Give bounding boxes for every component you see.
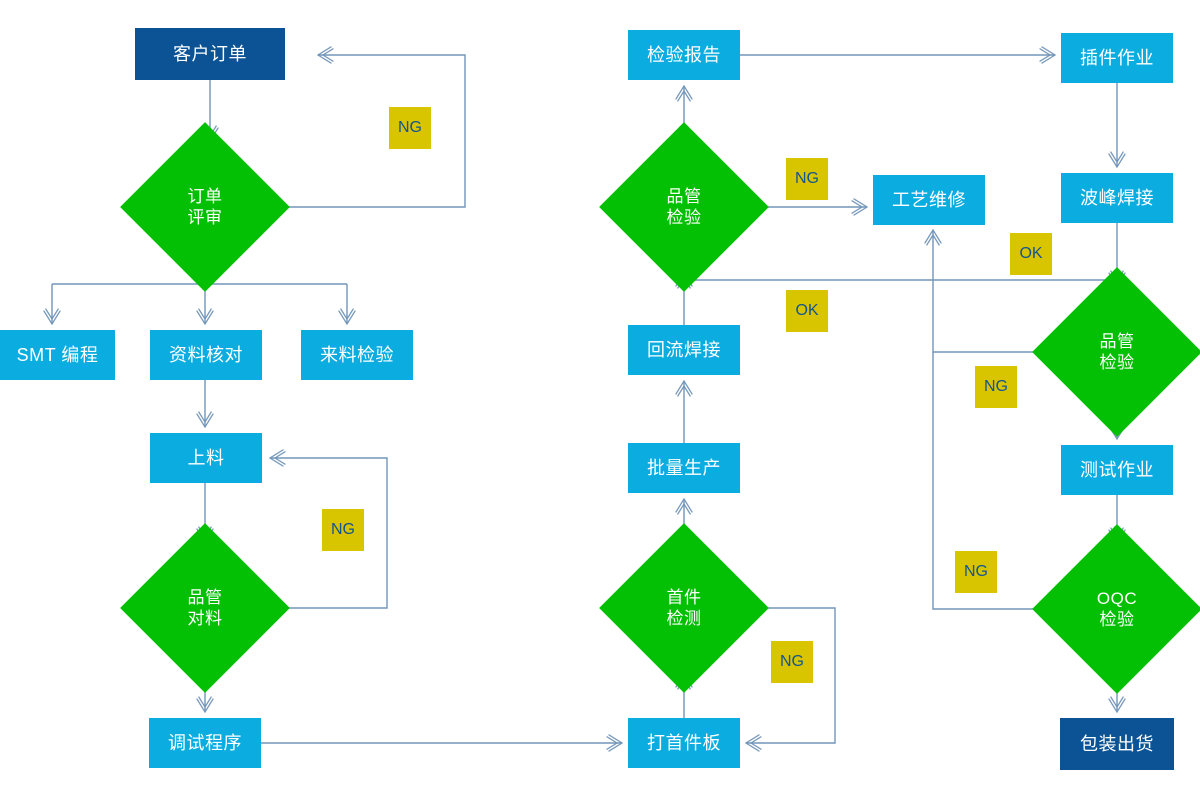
flow-node-n2[interactable]: 订单 评审 (120, 122, 290, 292)
flow-node-label: 批量生产 (647, 457, 721, 478)
edge-label-t7: NG (975, 366, 1017, 408)
flow-node-n9[interactable]: 打首件板 (628, 718, 740, 768)
flow-node-label: OQC 检验 (1096, 588, 1138, 629)
flow-node-n7[interactable]: 品管 对料 (120, 523, 290, 693)
flow-node-label: SMT 编程 (16, 344, 99, 365)
flow-node-n4[interactable]: 资料核对 (150, 330, 262, 380)
flow-node-label: 资料核对 (169, 344, 243, 365)
flow-node-n20[interactable]: OQC 检验 (1032, 524, 1200, 694)
flow-node-n17[interactable]: 工艺维修 (873, 175, 985, 225)
connector-e20 (683, 273, 1117, 281)
flow-node-label: 首件 检测 (666, 587, 702, 628)
flow-node-label: 检验报告 (647, 44, 721, 65)
flow-node-n6[interactable]: 上料 (150, 433, 262, 483)
flow-node-label: 上料 (187, 447, 225, 468)
flow-node-label: 回流焊接 (647, 339, 721, 360)
edge-label-t4: OK (786, 290, 828, 332)
flow-node-n19[interactable]: 测试作业 (1061, 445, 1173, 495)
flow-node-n16[interactable]: 波峰焊接 (1061, 173, 1173, 223)
edge-label-t3: NG (786, 158, 828, 200)
flow-node-label: 订单 评审 (187, 186, 223, 227)
edge-label-t2: NG (322, 509, 364, 551)
flow-node-n10[interactable]: 首件 检测 (599, 523, 769, 693)
flow-node-n15[interactable]: 插件作业 (1061, 33, 1173, 83)
flow-node-label: 工艺维修 (892, 189, 966, 210)
flow-node-n14[interactable]: 检验报告 (628, 30, 740, 80)
flow-node-label: 来料检验 (320, 344, 394, 365)
flow-node-n13[interactable]: 品管 检验 (599, 122, 769, 292)
connector-e2 (265, 54, 466, 208)
edge-label-t1: NG (389, 107, 431, 149)
edge-label-t6: OK (1010, 233, 1052, 275)
flow-node-n8[interactable]: 调试程序 (149, 718, 261, 768)
flow-node-label: 客户订单 (173, 43, 247, 64)
flow-node-n3[interactable]: SMT 编程 (0, 330, 115, 380)
flow-node-label: 包装出货 (1080, 733, 1154, 754)
flow-node-n18[interactable]: 品管 检验 (1032, 267, 1200, 437)
flow-node-label: 测试作业 (1080, 459, 1154, 480)
flow-node-label: 波峰焊接 (1080, 187, 1154, 208)
flow-node-label: 品管 对料 (187, 587, 223, 628)
flow-node-n12[interactable]: 回流焊接 (628, 325, 740, 375)
flow-node-n5[interactable]: 来料检验 (301, 330, 413, 380)
edge-label-t8: NG (955, 551, 997, 593)
flow-node-label: 品管 检验 (1099, 331, 1135, 372)
flow-node-label: 打首件板 (647, 732, 721, 753)
flow-node-label: 插件作业 (1080, 47, 1154, 68)
flow-node-n1[interactable]: 客户订单 (135, 28, 285, 80)
flow-node-n21[interactable]: 包装出货 (1060, 718, 1174, 770)
flow-node-label: 品管 检验 (666, 186, 702, 227)
flow-node-n11[interactable]: 批量生产 (628, 443, 740, 493)
flow-node-label: 调试程序 (168, 732, 242, 753)
edge-label-t5: NG (771, 641, 813, 683)
